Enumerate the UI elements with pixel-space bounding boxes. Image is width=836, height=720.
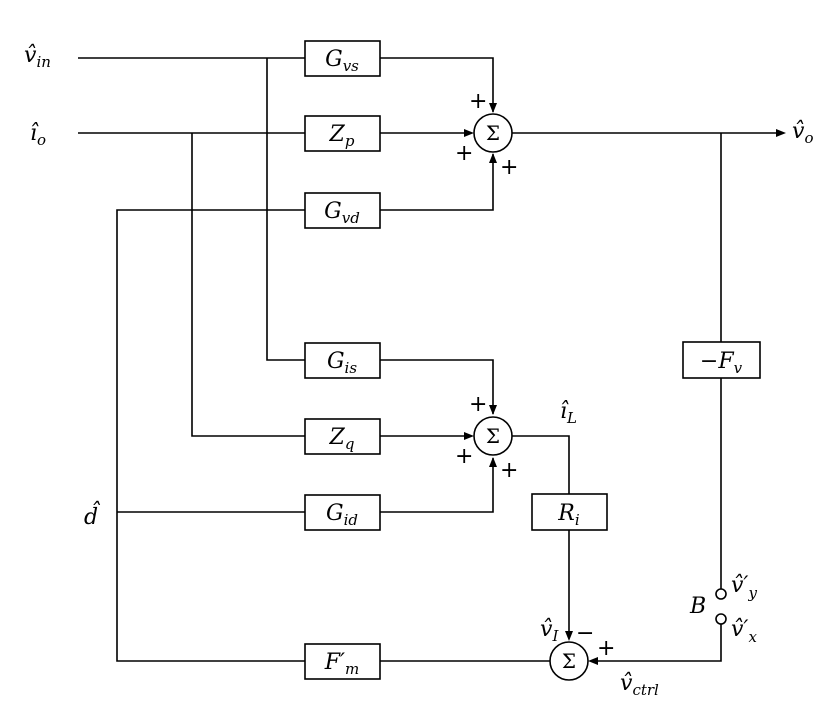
wire-d-up xyxy=(116,209,305,662)
wires xyxy=(78,57,778,662)
block-gvd: Gvd xyxy=(304,192,381,229)
arrowheads xyxy=(464,103,786,665)
svg-text:Gvs: Gvs xyxy=(325,47,359,75)
svg-text:Σ: Σ xyxy=(486,424,500,448)
label-vI: v̂I xyxy=(540,617,559,645)
label-vin: v̂in xyxy=(24,43,51,71)
wire-gis-sum2 xyxy=(380,359,494,414)
sign-sum1-bottom: + xyxy=(500,155,518,180)
sum-junction-output: Σ xyxy=(473,113,513,153)
svg-text:Gid: Gid xyxy=(326,501,358,529)
arrow-vo xyxy=(776,129,786,137)
terminal-vx xyxy=(715,613,727,625)
label-iL: îL xyxy=(560,399,577,427)
label-vx: v̂′x xyxy=(731,617,757,646)
signs: + + + + + + − + xyxy=(455,89,615,661)
wire-gid-sum2 xyxy=(380,458,494,513)
label-b: B xyxy=(689,594,706,619)
sum-junction-current: Σ xyxy=(473,416,513,456)
sign-sum3-right: + xyxy=(597,636,615,661)
arrow-vctrl-sum3 xyxy=(588,657,598,665)
sign-sum3-top: − xyxy=(576,621,594,646)
arrow-gvs-sum1 xyxy=(489,103,497,113)
block-fm: F′m xyxy=(304,643,381,680)
block-fv: −Fv xyxy=(682,341,761,379)
sum-junction-control: Σ xyxy=(549,641,589,681)
arrow-zq-sum2 xyxy=(464,432,474,440)
terminal-vy xyxy=(715,588,727,600)
sign-sum2-bottom: + xyxy=(500,458,518,483)
block-gis: Gis xyxy=(304,342,381,379)
sign-sum2-left: + xyxy=(455,444,473,469)
block-zq: Zq xyxy=(304,418,381,455)
wire-il-ri xyxy=(512,435,570,494)
svg-text:−Fv: −Fv xyxy=(700,349,743,377)
block-gvs: Gvs xyxy=(304,40,381,77)
arrow-zp-sum1 xyxy=(464,129,474,137)
svg-text:Σ: Σ xyxy=(486,121,500,145)
wire-io-branch xyxy=(191,133,305,437)
svg-text:Gvd: Gvd xyxy=(324,199,360,227)
arrow-ri-sum3 xyxy=(565,631,573,641)
label-vctrl: v̂ctrl xyxy=(620,671,659,699)
svg-text:Zq: Zq xyxy=(329,425,355,453)
label-d: d̂ xyxy=(84,501,101,530)
block-ri: Ri xyxy=(531,493,608,531)
signal-labels: v̂in îo v̂o d̂ îL v̂I v̂ctrl v̂′y v̂′x B xyxy=(24,43,813,699)
arrow-gis-sum2 xyxy=(489,405,497,415)
label-vo: v̂o xyxy=(792,119,813,147)
block-gid: Gid xyxy=(304,494,381,531)
wire-gvd-sum1 xyxy=(380,154,494,211)
label-vy: v̂′y xyxy=(731,573,757,602)
wire-gvs-sum1 xyxy=(380,57,494,112)
label-io: îo xyxy=(30,121,46,149)
svg-text:Ri: Ri xyxy=(557,501,580,529)
svg-text:F′m: F′m xyxy=(324,650,360,678)
svg-text:Σ: Σ xyxy=(562,649,576,673)
block-zp: Zp xyxy=(304,115,381,152)
arrow-gid-sum2 xyxy=(489,457,497,467)
arrow-gvd-sum1 xyxy=(489,153,497,163)
sign-sum2-top: + xyxy=(469,392,487,417)
svg-text:Gis: Gis xyxy=(327,349,357,377)
wire-vx-sum3 xyxy=(593,624,722,662)
wire-vin-branch xyxy=(266,58,305,361)
sign-sum1-left: + xyxy=(455,141,473,166)
sign-sum1-top: + xyxy=(469,89,487,114)
svg-text:Zp: Zp xyxy=(329,122,355,150)
